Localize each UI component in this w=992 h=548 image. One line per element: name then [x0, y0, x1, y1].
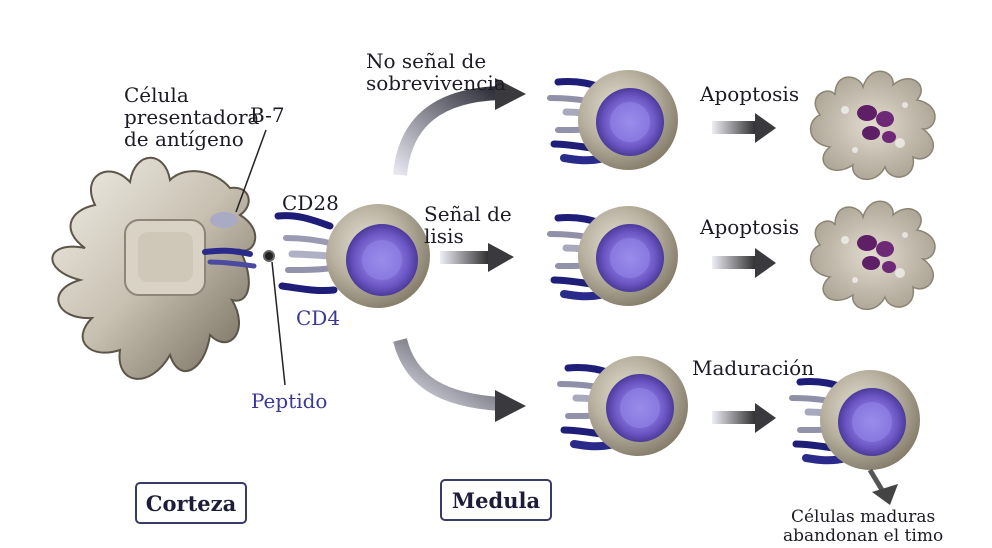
- label-no-senal-line1: No señal de: [366, 50, 506, 72]
- central-t-cell: [278, 204, 430, 308]
- label-peptido: Peptido: [251, 390, 327, 412]
- label-cd28: CD28: [282, 192, 339, 214]
- arrow-apoptosis-1-shaft: [712, 121, 757, 134]
- label-apc-line3: de antígeno: [124, 128, 259, 150]
- arrow-maduracion-head: [755, 403, 776, 433]
- apoptotic-cell-2: [811, 201, 935, 309]
- label-celulas-maduras-line2: abandonan el timo: [783, 527, 943, 546]
- arrow-mid-head: [488, 243, 514, 272]
- t-cell-bottom: [560, 356, 688, 456]
- box-corteza: Corteza: [135, 482, 247, 524]
- t-cell-middle: [550, 206, 678, 306]
- antigen-presenting-cell: [52, 158, 255, 379]
- exit-arrow-head: [872, 484, 898, 505]
- label-celulas-maduras: Células maduras abandonan el timo: [783, 508, 943, 546]
- label-celulas-maduras-line1: Células maduras: [783, 508, 943, 527]
- arrow-curve-down: [400, 340, 500, 404]
- label-apc: Célula presentadora de antígeno: [124, 84, 259, 150]
- label-maduracion: Maduración: [692, 357, 814, 379]
- arrow-mid-shaft: [440, 251, 490, 264]
- t-cell-top: [550, 70, 678, 170]
- arrow-apoptosis-2-head: [755, 248, 776, 278]
- arrow-maduracion-shaft: [712, 411, 757, 424]
- t-cell-mature: [792, 370, 920, 470]
- label-apoptosis-2: Apoptosis: [700, 216, 799, 238]
- label-no-senal: No señal de sobrevivencia: [366, 50, 506, 94]
- arrow-head-down: [495, 390, 526, 422]
- arrow-apoptosis-1-head: [755, 113, 776, 143]
- arrow-curve-up: [400, 93, 500, 175]
- label-cd4: CD4: [296, 307, 340, 329]
- label-senal-lisis-line1: Señal de: [424, 203, 512, 225]
- label-senal-lisis: Señal de lisis: [424, 203, 512, 247]
- label-apoptosis-1: Apoptosis: [700, 83, 799, 105]
- exit-arrow-shaft: [870, 470, 882, 490]
- label-no-senal-line2: sobrevivencia: [366, 72, 506, 94]
- label-apc-line1: Célula: [124, 84, 259, 106]
- leader-peptido: [272, 262, 285, 385]
- apoptotic-cell-1: [811, 71, 935, 179]
- label-b7: B-7: [250, 104, 285, 126]
- box-medula: Medula: [440, 479, 552, 521]
- arrow-apoptosis-2-shaft: [712, 256, 757, 269]
- label-senal-lisis-line2: lisis: [424, 225, 512, 247]
- label-apc-line2: presentadora: [124, 106, 259, 128]
